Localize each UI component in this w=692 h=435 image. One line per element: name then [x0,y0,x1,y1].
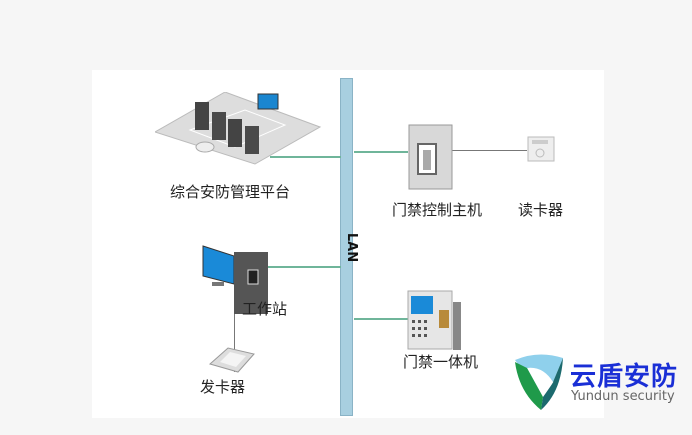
controller-icon [408,124,453,190]
reader-label: 读卡器 [518,201,564,219]
card-reader-icon [527,136,555,162]
lan-label: LAN [344,232,360,263]
workstation-icon [202,245,268,314]
workstation-label: 工作站 [242,300,288,318]
link-controller [354,151,408,153]
access-terminal-icon [407,290,461,350]
issuer-label: 发卡器 [200,378,246,396]
platform-icon [155,92,322,165]
logo-name-en: Yundun security [571,389,675,404]
link-issuer [234,312,235,372]
logo-name-cn: 云盾安防 [570,362,679,392]
lan-bus [340,78,353,416]
all-in-one-label: 门禁一体机 [403,353,479,371]
shield-logo-icon [515,354,563,410]
card-issuer-icon [208,347,255,373]
link-reader [452,150,527,151]
link-all-in-one [354,318,408,320]
link-workstation [268,266,341,268]
platform-label: 综合安防管理平台 [170,183,291,201]
link-platform [270,156,341,158]
controller-label: 门禁控制主机 [392,201,483,219]
